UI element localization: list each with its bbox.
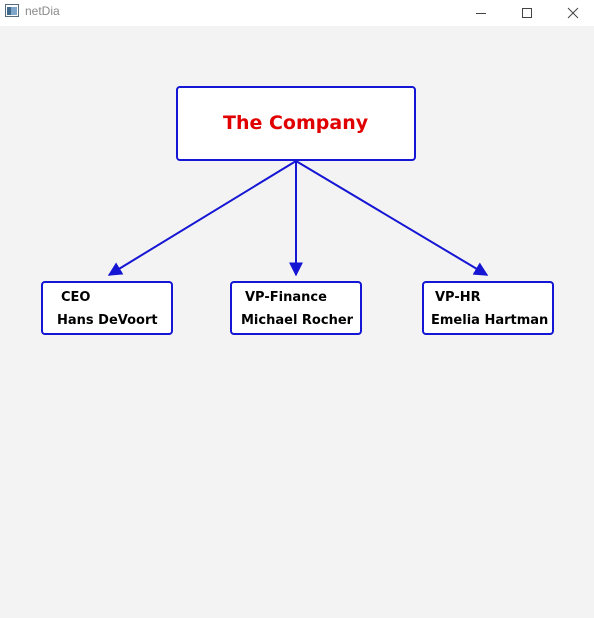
minimize-button[interactable] (458, 0, 504, 26)
close-button[interactable] (550, 0, 594, 26)
maximize-icon (522, 8, 532, 18)
title-bar[interactable]: netDia (0, 0, 594, 26)
node-ceo[interactable]: CEO Hans DeVoort (41, 281, 173, 335)
connector-arrow-ceo (107, 160, 297, 276)
app-icon (5, 4, 19, 17)
node-vp-hr[interactable]: VP-HR Emelia Hartman (422, 281, 554, 335)
node-person-name: Michael Rocher (241, 313, 354, 328)
root-node[interactable]: The Company (176, 86, 416, 161)
node-role: VP-Finance (245, 290, 327, 305)
root-node-label: The Company (223, 112, 369, 134)
node-person-name: Hans DeVoort (57, 313, 158, 328)
close-icon (567, 7, 579, 19)
minimize-icon (476, 13, 486, 14)
node-role: VP-HR (435, 290, 481, 305)
node-person-name: Emelia Hartman (431, 313, 549, 328)
connector-arrow-vp-hr (295, 160, 489, 276)
node-role: CEO (61, 290, 91, 305)
maximize-button[interactable] (504, 0, 550, 26)
window-title: netDia (25, 4, 60, 18)
node-vp-finance[interactable]: VP-Finance Michael Rocher (230, 281, 362, 335)
